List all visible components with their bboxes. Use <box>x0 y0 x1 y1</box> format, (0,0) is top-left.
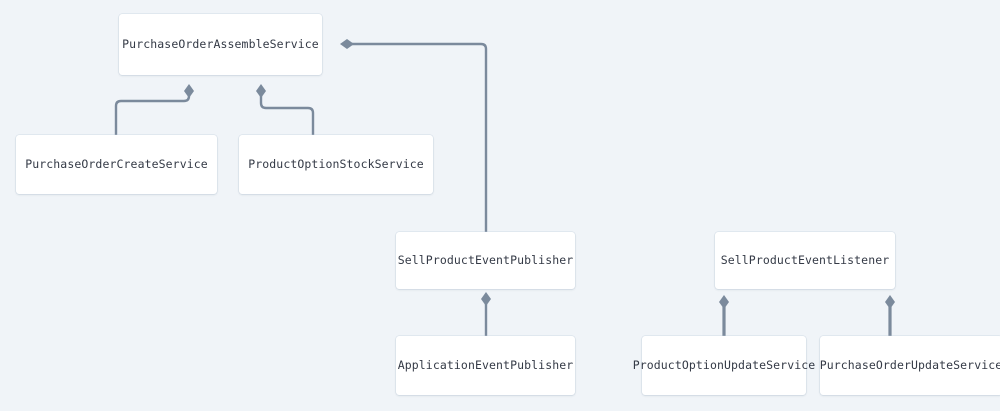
diamond-arrowhead <box>719 295 729 309</box>
node-purchase-order-assemble-service[interactable]: PurchaseOrderAssembleService <box>119 14 322 75</box>
diamond-arrowhead <box>340 39 354 49</box>
edge-orderupdate-to-listener <box>885 295 895 338</box>
node-label: PurchaseOrderAssembleService <box>122 36 319 51</box>
node-purchase-order-create-service[interactable]: PurchaseOrderCreateService <box>16 135 217 194</box>
node-application-event-publisher[interactable]: ApplicationEventPublisher <box>396 336 575 395</box>
edge-productupdate-to-listener <box>719 295 729 338</box>
diamond-arrowhead <box>885 295 895 309</box>
edge-create-to-assemble <box>114 84 194 137</box>
node-sell-product-event-publisher[interactable]: SellProductEventPublisher <box>396 232 575 289</box>
diamond-arrowhead <box>481 292 491 306</box>
diamond-arrowhead <box>256 84 266 98</box>
node-purchase-order-update-service[interactable]: PurchaseOrderUpdateService <box>820 336 1000 395</box>
node-label: PurchaseOrderUpdateService <box>819 357 1000 372</box>
diamond-arrowhead <box>184 84 194 98</box>
edge-appevent-to-publisher <box>481 292 491 338</box>
node-label: PurchaseOrderCreateService <box>25 156 208 171</box>
node-label: ApplicationEventPublisher <box>397 357 574 372</box>
edge-stock-to-assemble <box>256 84 315 137</box>
node-product-option-stock-service[interactable]: ProductOptionStockService <box>239 135 433 194</box>
node-label: ProductOptionUpdateService <box>632 357 816 372</box>
node-sell-product-event-listener[interactable]: SellProductEventListener <box>715 232 895 289</box>
node-label: SellProductEventListener <box>720 252 890 267</box>
node-label: SellProductEventPublisher <box>397 252 574 267</box>
node-label: ProductOptionStockService <box>248 156 424 171</box>
node-product-option-update-service[interactable]: ProductOptionUpdateService <box>633 336 815 395</box>
